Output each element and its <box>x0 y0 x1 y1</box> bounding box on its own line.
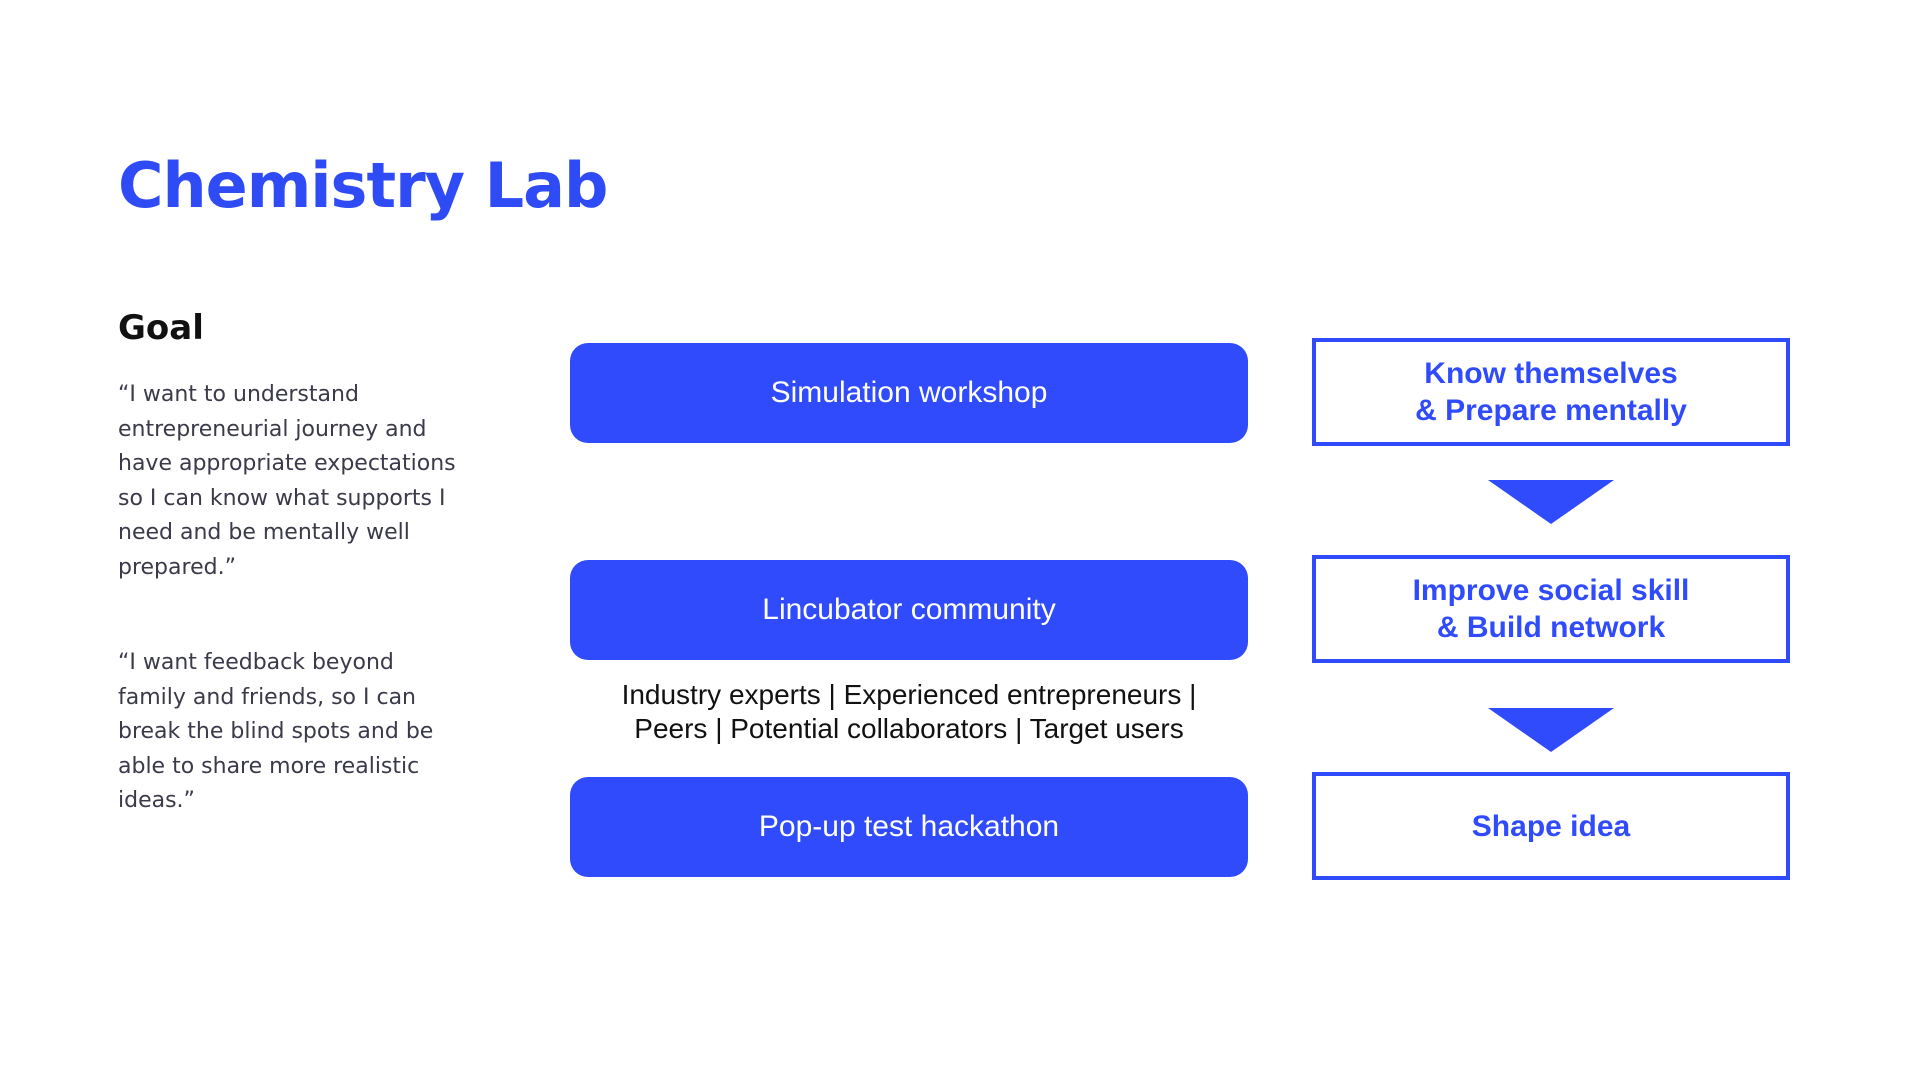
outcome-line-1: Shape idea <box>1471 809 1631 843</box>
down-triangle-icon <box>1488 708 1614 752</box>
activity-label: Pop-up test hackathon <box>758 810 1060 843</box>
goal-heading: Goal <box>118 308 204 348</box>
outcome-line-1: Know themselves <box>1424 357 1678 390</box>
goal-quote-feedback: “I want feedback beyond family and frien… <box>118 650 434 813</box>
community-participants: Industry experts | Experienced entrepren… <box>570 678 1248 746</box>
activity-label: Simulation workshop <box>770 376 1048 409</box>
down-triangle-icon <box>1488 480 1614 524</box>
activity-lincubator-community: Lincubator community <box>570 560 1248 660</box>
participants-line-1: Industry experts | Experienced entrepren… <box>621 679 1197 710</box>
goal-quote-understand-journey: “I want to understand entrepreneurial jo… <box>118 382 456 580</box>
activity-simulation-workshop: Simulation workshop <box>570 343 1248 443</box>
participants-line-2: Peers | Potential collaborators | Target… <box>634 713 1184 744</box>
outcome-line-2: & Build network <box>1436 611 1666 644</box>
outcome-shape-idea: Shape idea <box>1312 772 1790 880</box>
outcome-improve-social-skill: Improve social skill & Build network <box>1312 555 1790 663</box>
outcome-know-themselves: Know themselves & Prepare mentally <box>1312 338 1790 446</box>
activity-label: Lincubator community <box>762 593 1056 626</box>
outcome-line-1: Improve social skill <box>1412 574 1690 607</box>
activity-popup-test-hackathon: Pop-up test hackathon <box>570 777 1248 877</box>
page-title: Chemistry Lab <box>118 149 608 222</box>
outcome-line-2: & Prepare mentally <box>1415 394 1687 427</box>
